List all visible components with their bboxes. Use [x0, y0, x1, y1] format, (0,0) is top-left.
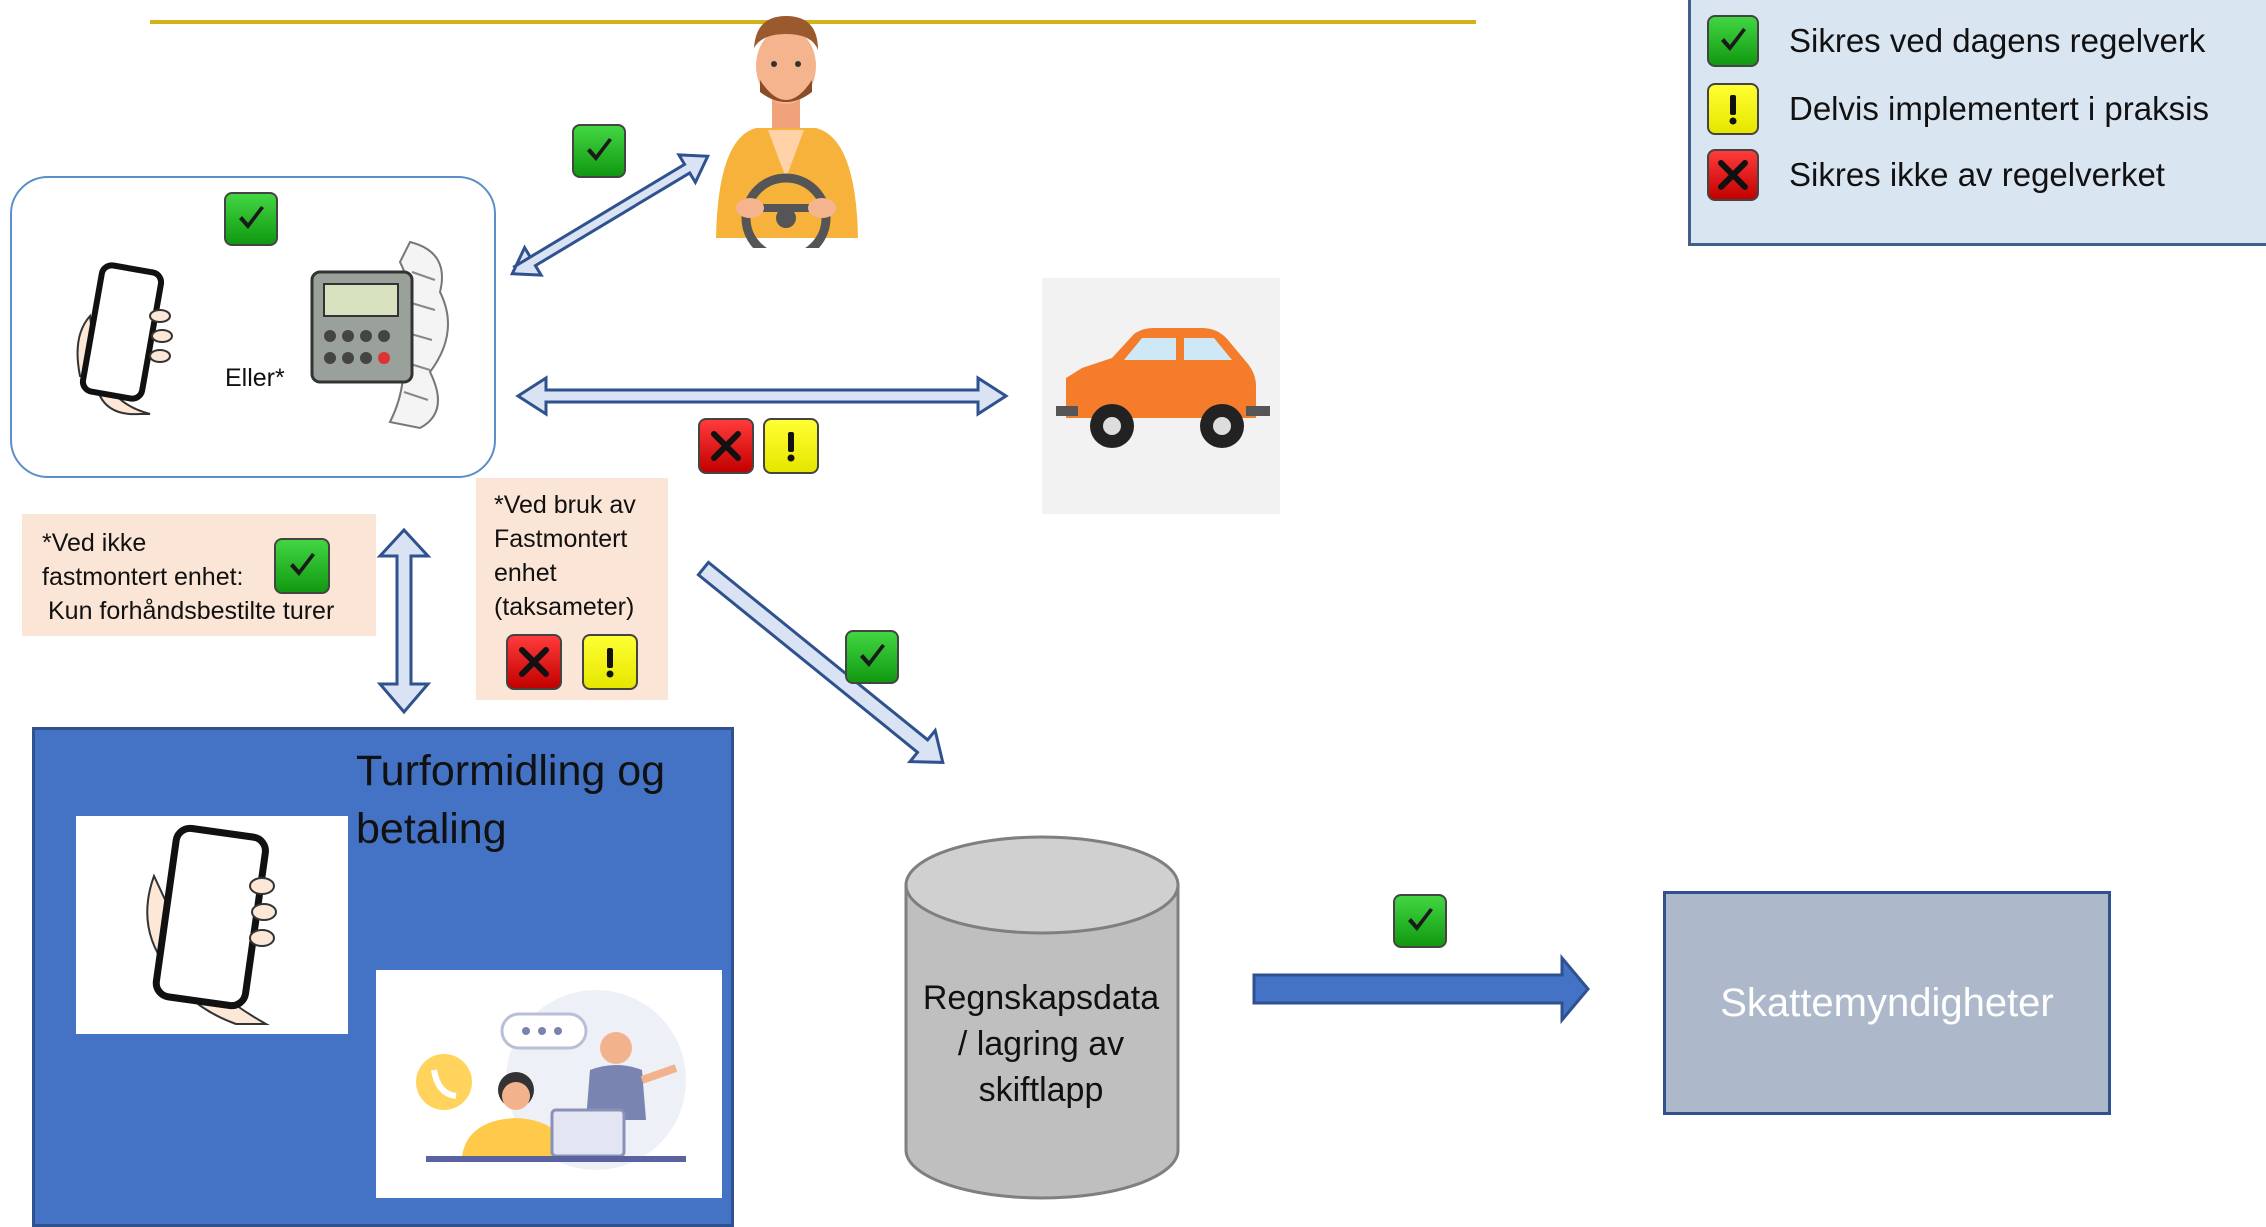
cross-icon — [1707, 149, 1759, 201]
legend-item-green: Sikres ved dagens regelverk — [1707, 15, 2205, 67]
check-icon — [1393, 894, 1447, 948]
note-line: Kun forhåndsbestilte turer — [48, 597, 335, 625]
legend-label: Sikres ved dagens regelverk — [1789, 22, 2206, 59]
note-line: Fastmontert — [494, 525, 628, 553]
call-center-panel — [376, 970, 722, 1198]
note-fixed-unit-absent: *Ved ikke fastmontert enhet: Kun forhånd… — [22, 514, 376, 636]
database-icon — [904, 835, 1180, 1200]
exclamation-icon — [763, 418, 819, 474]
taximeter-icon — [300, 232, 480, 432]
note-line: fastmontert enhet: — [42, 563, 244, 591]
database-label-line1: Regnskapsdata — [922, 979, 1160, 1017]
database-label-line2: / lagring av — [957, 1025, 1125, 1063]
note-line: enhet — [494, 559, 557, 587]
note-fixed-unit: *Ved bruk av Fastmontert enhet (taksamet… — [476, 478, 668, 700]
dispatch-title-line1: Turformidling og — [356, 747, 666, 795]
to-database-arrow — [696, 560, 945, 764]
car-icon — [1056, 328, 1270, 448]
check-icon — [845, 630, 899, 684]
driver-icon — [706, 8, 866, 263]
phone-icon — [146, 824, 277, 1025]
device-driver-arrow — [509, 153, 711, 277]
exclamation-icon — [1707, 83, 1759, 135]
device-car-arrow — [515, 375, 1009, 417]
database-label: Regnskapsdata / lagring av skiftlapp — [906, 975, 1176, 1113]
database-tax-arrow — [1252, 953, 1590, 1025]
check-icon — [224, 192, 278, 246]
legend-label: Delvis implementert i praksis — [1789, 90, 2209, 127]
tax-authority-label: Skattemyndigheter — [1720, 980, 2054, 1025]
exclamation-icon — [582, 634, 638, 690]
legend-label: Sikres ikke av regelverket — [1789, 156, 2165, 193]
cross-icon — [698, 418, 754, 474]
check-icon — [572, 124, 626, 178]
note-line: (taksameter) — [494, 593, 635, 621]
top-line — [150, 20, 1476, 24]
check-icon — [274, 538, 330, 594]
tax-authority-box: Skattemyndigheter — [1663, 891, 2111, 1115]
cross-icon — [506, 634, 562, 690]
legend-item-red: Sikres ikke av regelverket — [1707, 149, 2165, 201]
dispatch-title: Turformidling og betaling — [356, 742, 665, 858]
check-icon — [1707, 15, 1759, 67]
legend-item-yellow: Delvis implementert i praksis — [1707, 83, 2209, 135]
legend: Sikres ved dagens regelverk Delvis imple… — [1688, 0, 2266, 246]
database-label-line3: skiftlapp — [978, 1071, 1104, 1109]
note-line: *Ved bruk av — [494, 491, 636, 519]
call-center-icon — [416, 990, 686, 1170]
or-label: Eller* — [225, 364, 285, 392]
phone-icon — [70, 256, 190, 416]
device-dispatch-arrow — [376, 527, 432, 715]
dispatch-title-line2: betaling — [356, 805, 507, 853]
note-line: *Ved ikke — [42, 529, 147, 557]
phone-panel — [76, 816, 348, 1034]
car-panel — [1042, 278, 1280, 514]
